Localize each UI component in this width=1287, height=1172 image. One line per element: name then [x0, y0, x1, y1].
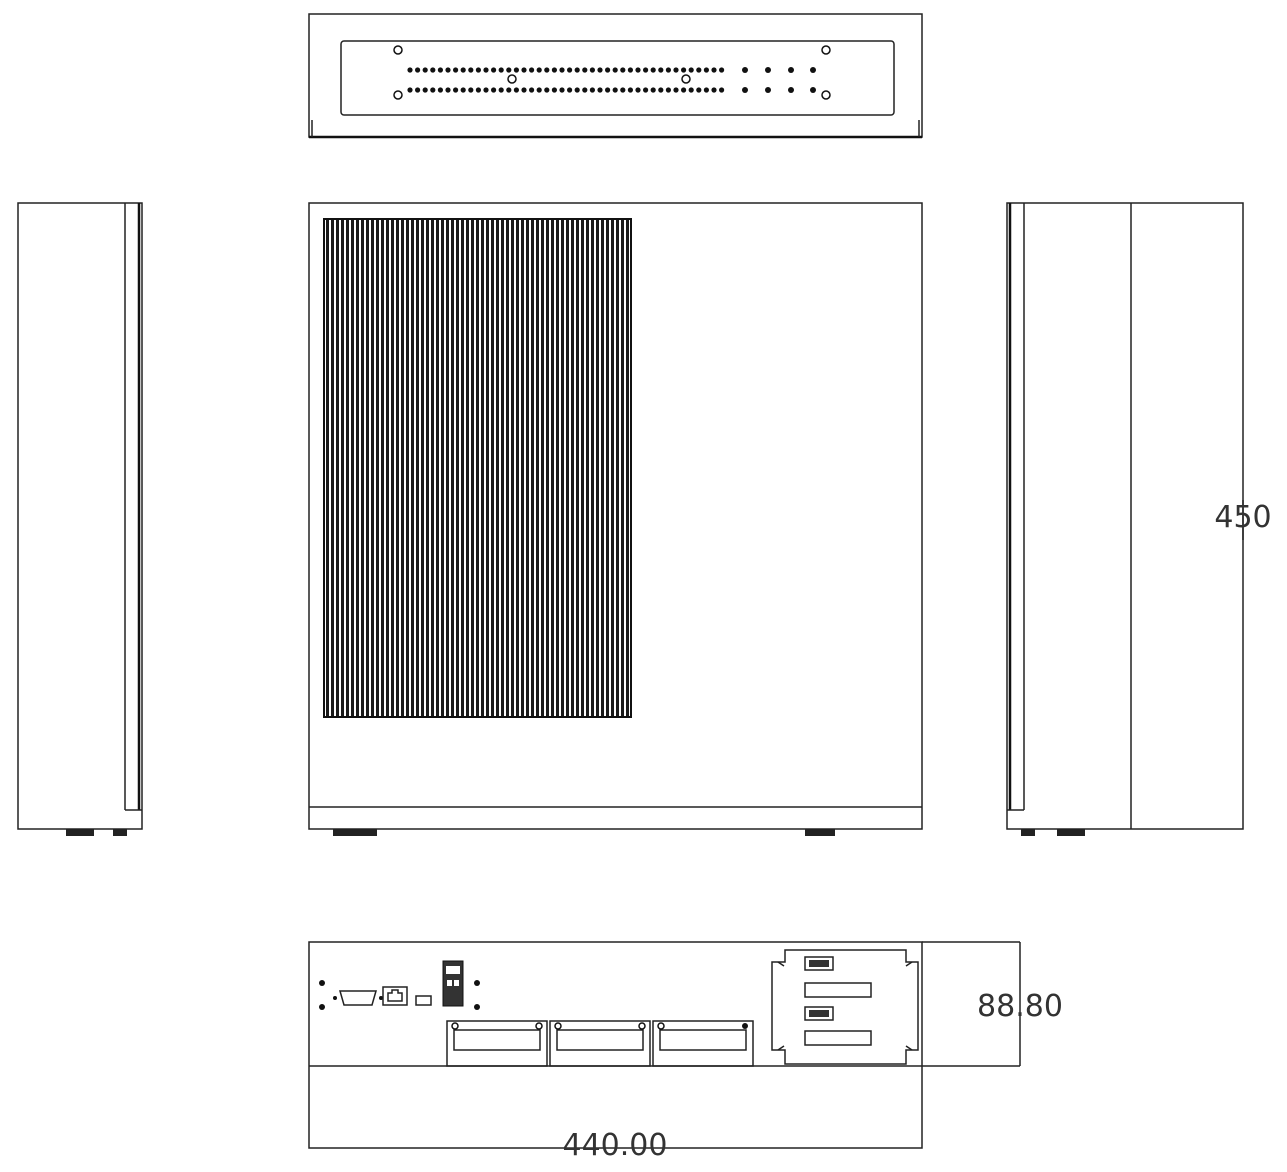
vent-hole-rows — [407, 67, 816, 93]
mount-hole — [821, 45, 831, 55]
top-view — [308, 13, 923, 139]
mount-hole — [393, 45, 403, 55]
io-panel-left — [319, 960, 480, 1010]
expansion-slots — [446, 1020, 754, 1067]
mount-hole — [821, 90, 831, 100]
right-side-view — [1006, 202, 1244, 836]
foot — [333, 829, 377, 836]
usb-port — [415, 995, 432, 1006]
dimension-depth-label: 88.80 — [977, 989, 1063, 1024]
left-side-view — [17, 202, 143, 836]
dimension-height-label: 450 — [1214, 500, 1271, 535]
rear-io-view — [308, 941, 923, 1149]
mount-hole — [681, 74, 691, 84]
mount-hole — [393, 90, 403, 100]
mount-hole — [507, 74, 517, 84]
foot — [113, 829, 127, 836]
foot — [1021, 829, 1035, 836]
foot — [66, 829, 94, 836]
dimension-depth: 88.80 — [922, 941, 1063, 1067]
foot — [805, 829, 835, 836]
dimension-height: 450 — [1214, 500, 1272, 540]
lan-port — [382, 986, 408, 1006]
front-view — [308, 202, 923, 836]
dimension-width: 440.00 — [563, 1128, 668, 1163]
vga-port — [333, 990, 383, 1006]
dimension-width-label: 440.00 — [563, 1128, 668, 1163]
foot — [1057, 829, 1085, 836]
drive-bay-panel — [771, 949, 919, 1065]
